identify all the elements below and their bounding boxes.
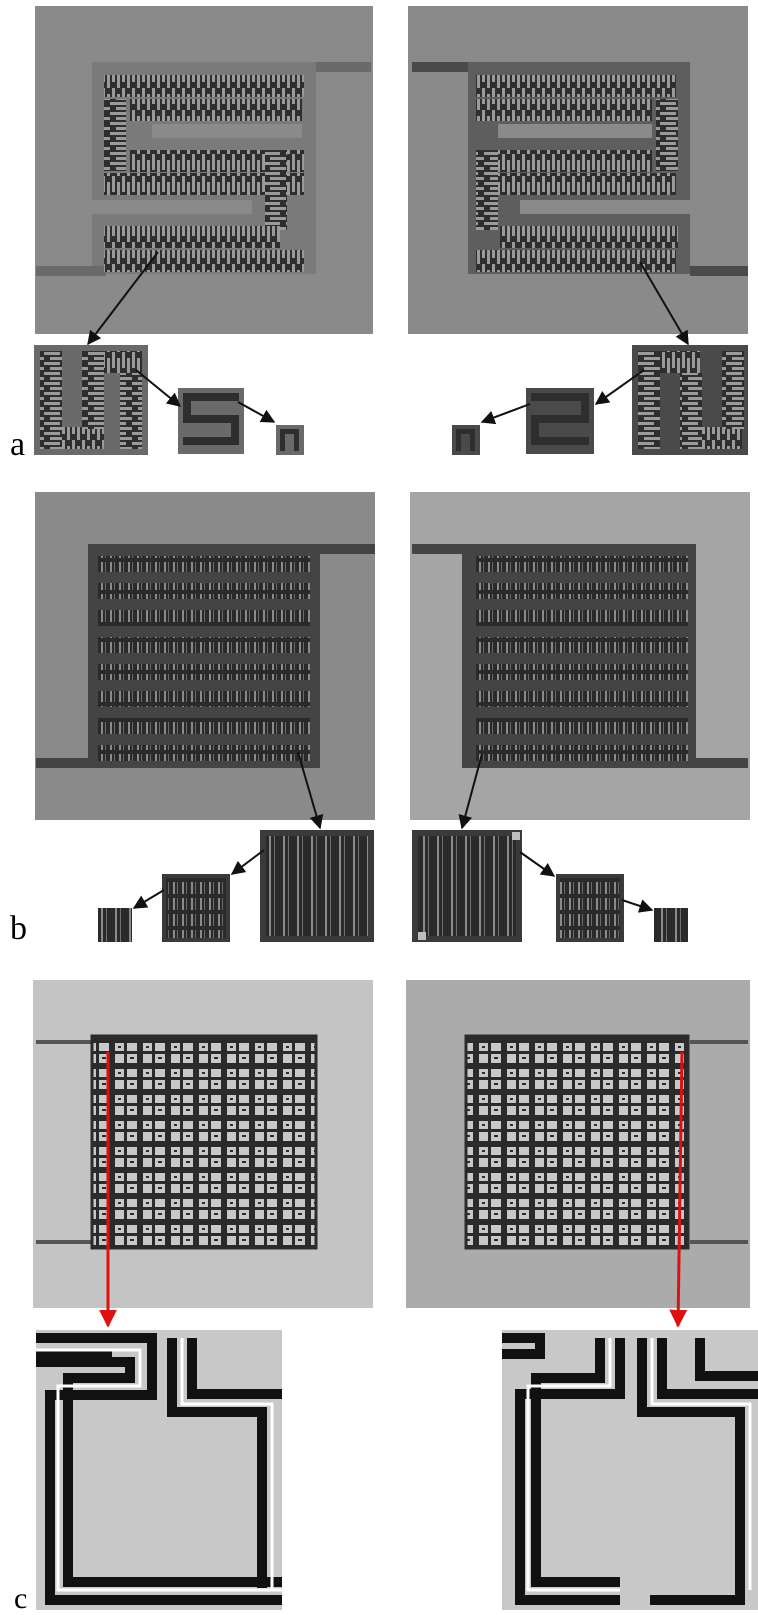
panel-c-right-image (406, 980, 750, 1308)
panel-b-right-zoom-small (654, 908, 688, 942)
panel-a-left-image (35, 6, 373, 334)
panel-b-left-zoom-small (98, 908, 132, 942)
panel-b-left-zoom-medium (162, 874, 230, 942)
panel-a-right-image (408, 6, 748, 334)
panel-a-left-zoom-large (34, 345, 148, 455)
panel-c-left-zoom (36, 1330, 282, 1610)
panel-a-right-zoom-medium (526, 388, 594, 454)
panel-label-b: b (10, 910, 27, 947)
panel-label-a: a (10, 426, 26, 463)
panel-a-right-zoom-small (452, 425, 480, 455)
panel-a-left-zoom-small (276, 425, 304, 455)
panel-b-right-zoom-large (412, 830, 522, 942)
panel-b-arrows (132, 751, 654, 913)
panel-label-c: c (14, 1582, 28, 1615)
panel-b (35, 492, 750, 942)
panel-b-right-zoom-medium (556, 874, 624, 942)
panel-c-arrows (99, 1051, 688, 1328)
panel-a-arrows (87, 251, 689, 425)
panel-a (34, 6, 748, 455)
panel-a-left-zoom-medium (178, 388, 244, 454)
panel-c-left-image (33, 980, 373, 1308)
panel-b-left-zoom-large (260, 830, 374, 942)
panel-c (33, 980, 758, 1610)
panel-b-right-image (410, 492, 750, 820)
panel-c-right-zoom (502, 1330, 758, 1610)
panel-a-right-zoom-large (632, 345, 748, 455)
panel-b-left-image (35, 492, 375, 820)
